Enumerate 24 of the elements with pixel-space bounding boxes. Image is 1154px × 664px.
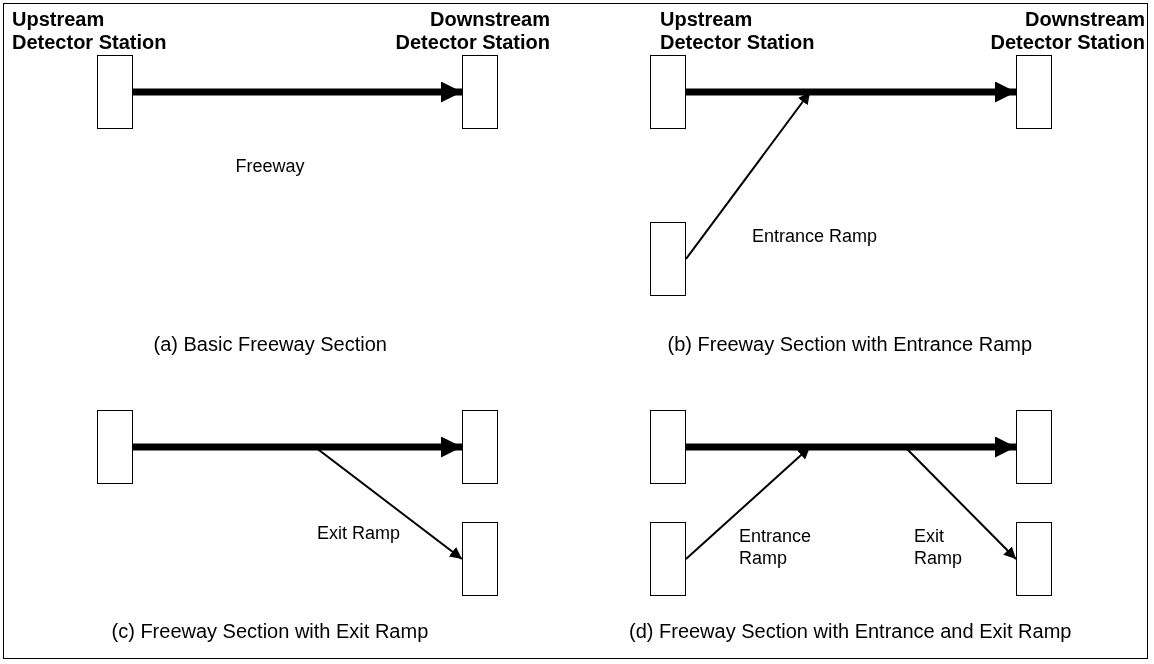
column-heading: Upstream Detector Station <box>12 8 168 54</box>
panel-caption: (c) Freeway Section with Exit Ramp <box>111 620 429 643</box>
detector-box <box>97 410 133 484</box>
detector-box <box>1016 55 1052 129</box>
arrow <box>686 81 1016 103</box>
detector-box <box>462 522 498 596</box>
arrow <box>686 436 1016 458</box>
panel-caption: (a) Basic Freeway Section <box>153 333 387 356</box>
column-heading: Upstream Detector Station <box>660 8 816 54</box>
detector-box <box>462 410 498 484</box>
detector-box <box>650 222 686 296</box>
detector-box <box>650 410 686 484</box>
panel-caption: (b) Freeway Section with Entrance Ramp <box>667 333 1033 356</box>
column-heading: Downstream Detector Station <box>394 8 550 54</box>
detector-box <box>650 522 686 596</box>
detector-box <box>1016 522 1052 596</box>
detector-box <box>650 55 686 129</box>
arrow <box>133 436 462 458</box>
detector-box <box>1016 410 1052 484</box>
detector-box <box>97 55 133 129</box>
panel-caption: (d) Freeway Section with Entrance and Exit Ramp <box>629 620 1072 643</box>
column-heading: Downstream Detector Station <box>989 8 1145 54</box>
arrow <box>133 81 462 103</box>
detector-box <box>462 55 498 129</box>
